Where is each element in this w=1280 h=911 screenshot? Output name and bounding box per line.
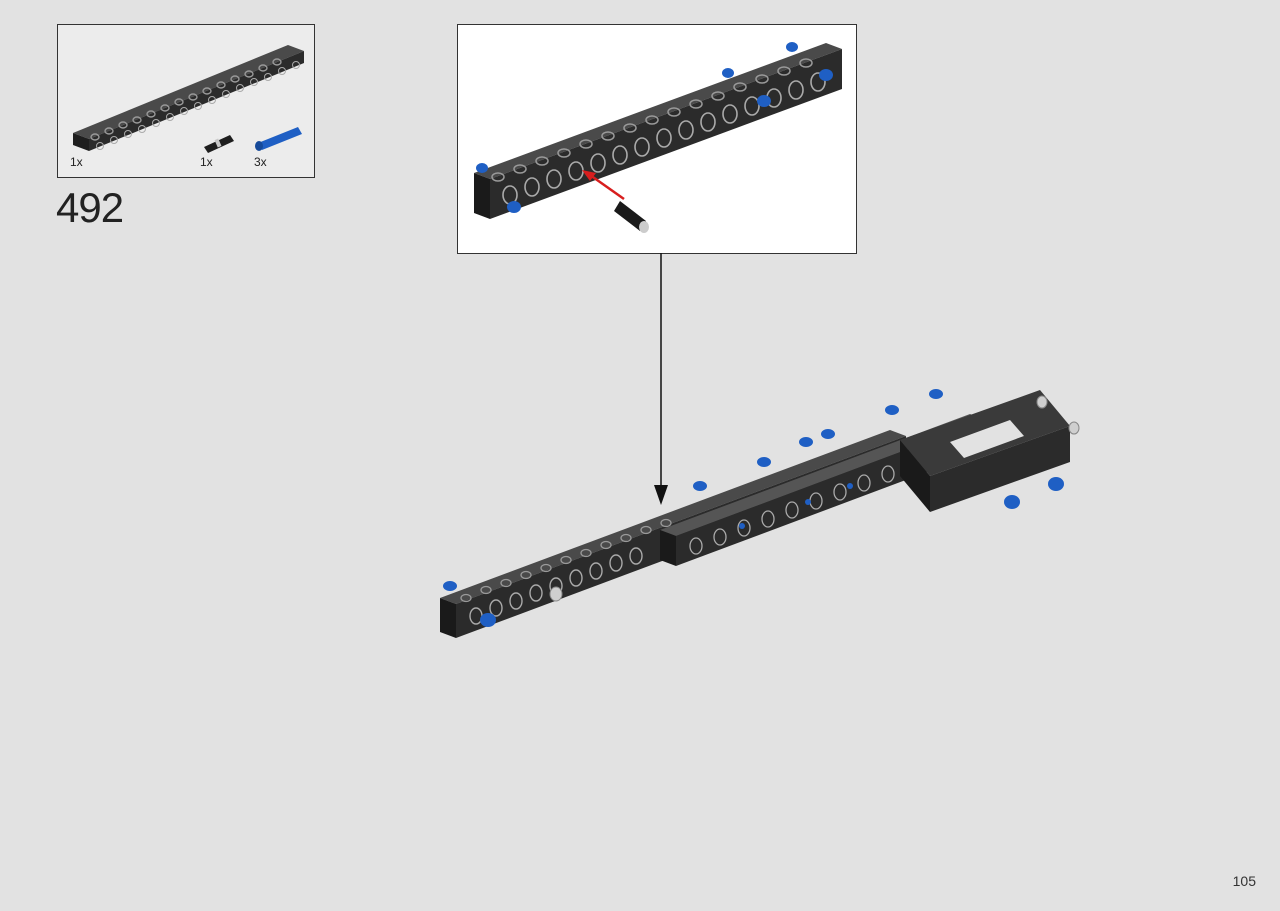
callout-beam — [474, 43, 842, 219]
insertion-arrow — [582, 170, 625, 201]
step-number: 492 — [56, 184, 124, 231]
frame-section — [900, 390, 1070, 512]
blue-axle-pin-part-icon — [255, 127, 302, 151]
main-blue-pins — [443, 389, 1064, 627]
callout-illustration — [474, 42, 842, 233]
beam-part-icon — [73, 45, 304, 151]
parts-illustration — [73, 45, 304, 153]
callout-box — [457, 24, 857, 254]
beam-qty: 1x — [70, 155, 83, 169]
black-pin-qty: 1x — [200, 155, 213, 169]
callout-blue-pins — [476, 42, 833, 213]
grey-pin — [549, 586, 563, 602]
callout-black-pin — [614, 201, 649, 233]
callout-connector-arrow — [654, 253, 668, 505]
parts-list-box: 1x 1x 3x — [57, 24, 315, 178]
blue-axle-pin-qty: 3x — [254, 155, 267, 169]
end-grey-pins — [1036, 395, 1080, 435]
main-assembly-illustration — [440, 389, 1080, 638]
black-pin-part-icon — [204, 135, 234, 153]
page-number: 105 — [1232, 873, 1256, 889]
